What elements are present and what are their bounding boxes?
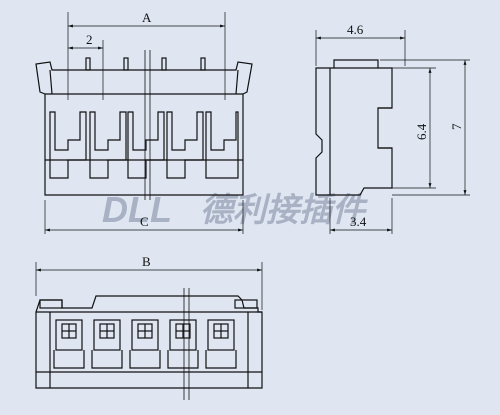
watermark: DLL 德利接插件 bbox=[102, 189, 368, 230]
dim-b-label: B bbox=[142, 254, 151, 269]
front-view bbox=[35, 12, 253, 234]
dim-a-label: A bbox=[142, 10, 152, 25]
top-body-outline bbox=[35, 295, 263, 389]
dim-pitch-label: 2 bbox=[86, 32, 93, 47]
front-pin bbox=[161, 57, 167, 71]
dim-c-label: C bbox=[140, 214, 149, 229]
top-view bbox=[35, 262, 263, 400]
dim-width-label: 4.6 bbox=[347, 22, 364, 37]
dim-total-height-label: 7 bbox=[449, 123, 464, 130]
top-latch bbox=[39, 299, 63, 309]
front-pin bbox=[85, 57, 91, 71]
top-cells bbox=[53, 319, 237, 369]
side-view bbox=[315, 30, 470, 234]
watermark-brand: DLL bbox=[102, 189, 172, 230]
dim-inner-height-label: 6.4 bbox=[414, 123, 429, 140]
side-body-outline bbox=[315, 59, 393, 196]
dim-base-label: 3.4 bbox=[350, 214, 367, 229]
front-cavities bbox=[49, 111, 239, 179]
front-pin bbox=[200, 57, 206, 71]
front-pin bbox=[123, 57, 129, 71]
top-latch bbox=[234, 299, 258, 309]
watermark-name: 德利接插件 bbox=[200, 191, 368, 228]
